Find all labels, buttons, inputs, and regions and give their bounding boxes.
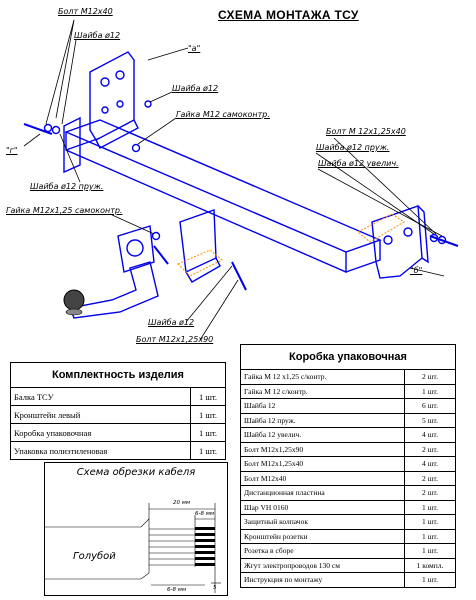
- item-qty: 4 шт.: [404, 456, 456, 472]
- table-row: Шайба 12 увелич.4 шт.: [240, 427, 456, 443]
- cable-scheme-title: Схема обрезки кабеля: [76, 467, 196, 478]
- item-name: Балка ТСУ: [10, 387, 191, 406]
- kit-table-header: Комплектность изделия: [10, 362, 226, 388]
- item-qty: 2 шт.: [404, 369, 456, 385]
- item-name: Гайка М 12 х1,25 с/контр.: [240, 369, 405, 385]
- crossbeam-front: [65, 132, 347, 274]
- item-qty: 1 шт.: [404, 499, 456, 515]
- label-washer-12-spring: Шайба ø12 пруж.: [30, 182, 104, 191]
- item-name: Защитный колпачок: [240, 514, 405, 530]
- label-view-g: "г": [6, 146, 18, 155]
- cable-drawing: [45, 503, 221, 593]
- item-qty: 1 шт.: [404, 528, 456, 544]
- label-washer-12-mid: Шайба ø12: [172, 84, 219, 93]
- item-name: Шайба 12: [240, 398, 405, 414]
- left-end-bracket: [63, 116, 81, 174]
- item-qty: 5 шт.: [404, 412, 456, 428]
- dim-6-8mm-bottom: 6-8 мм: [167, 587, 187, 593]
- item-qty: 2 шт.: [404, 485, 456, 501]
- table-row: Гайка М 12 х1,25 с/контр.2 шт.: [240, 369, 456, 385]
- label-bolt-m12x40: Болт М12х40: [58, 7, 113, 16]
- item-qty: 1 шт.: [190, 405, 226, 424]
- table-row: Шайба 12 пруж.5 шт.: [240, 412, 456, 428]
- item-name: Шар VH 0160: [240, 499, 405, 515]
- socket-bracket: [117, 225, 155, 273]
- item-qty: 1 шт.: [404, 383, 456, 399]
- item-qty: 1 шт.: [190, 441, 226, 460]
- label-washer-12-spring-right: Шайба ø12 пруж.: [316, 143, 390, 152]
- item-qty: 1 шт.: [404, 543, 456, 559]
- tow-ball: [63, 289, 85, 311]
- item-qty: 1 шт.: [404, 514, 456, 530]
- label-washer-12-bottom: Шайба ø12: [148, 318, 195, 327]
- item-qty: 6 шт.: [404, 398, 456, 414]
- label-washer-12-enlarged: Шайба ø12 увелич.: [318, 159, 399, 168]
- item-qty: 2 шт.: [404, 470, 456, 486]
- cable-cut-scheme: Схема обрезки кабеля: [44, 462, 228, 596]
- item-qty: 2 шт.: [404, 441, 456, 457]
- left-upper-bracket-edge: [95, 119, 139, 149]
- left-upper-bracket: [89, 51, 135, 141]
- ball-mount: [69, 261, 159, 319]
- spacer-plate-center: [177, 249, 223, 277]
- item-name: Болт М12х1,25х40: [240, 456, 405, 472]
- item-qty: 1 компл.: [404, 557, 456, 573]
- page-title: СХЕМА МОНТАЖА ТСУ: [218, 8, 359, 22]
- item-name: Шайба 12 пруж.: [240, 412, 405, 428]
- item-qty: 4 шт.: [404, 427, 456, 443]
- wire-color-label: Голубой: [73, 551, 116, 562]
- item-name: Кронштейн левый: [10, 405, 191, 424]
- item-name: Коробка упаковочная: [10, 423, 191, 442]
- item-name: Гайка М 12 с/контр.: [240, 383, 405, 399]
- item-qty: 1 шт.: [404, 572, 456, 588]
- item-name: Дистанционная пластина: [240, 485, 405, 501]
- towbar-assembly-drawing: [23, 19, 459, 340]
- crossbeam-end: [345, 240, 381, 273]
- dim-20mm: 20 мм: [173, 500, 191, 506]
- dim-6-8mm-top: 6-8 мм: [195, 511, 215, 517]
- label-bolt-m12x125x90: Болт М12х1,25х90: [136, 335, 214, 344]
- crossbeam-top: [64, 119, 382, 253]
- spacer-plate-right: [357, 213, 405, 243]
- table-row: Гайка М 12 с/контр.1 шт.: [240, 383, 456, 399]
- label-bolt-m12x125x40: Болт М 12х1,25х40: [326, 127, 406, 136]
- item-name: Жгут электропроводов 130 см: [240, 557, 405, 573]
- dim-5: 5: [213, 585, 217, 591]
- item-qty: 1 шт.: [190, 423, 226, 442]
- item-name: Кронштейн розетки: [240, 528, 405, 544]
- label-view-b: "б": [410, 266, 423, 275]
- label-nut-m12-self: Гайка М12 самоконтр.: [176, 110, 270, 119]
- box-table-header: Коробка упаковочная: [240, 344, 456, 370]
- item-name: Болт М12х40: [240, 470, 405, 486]
- box-table: Коробка упаковочная Гайка М 12 х1,25 с/к…: [240, 344, 456, 588]
- item-name: Розетка в сборе: [240, 543, 405, 559]
- label-washer-12-top: Шайба ø12: [74, 31, 121, 40]
- label-view-a: "а": [188, 44, 201, 53]
- item-name: Болт М12х1,25х90: [240, 441, 405, 457]
- label-nut-m12x125-self: Гайка М12х1,25 самоконтр.: [6, 206, 123, 215]
- item-name: Инструкция по монтажу: [240, 572, 405, 588]
- center-bracket: [179, 209, 217, 274]
- item-qty: 1 шт.: [190, 387, 226, 406]
- item-name: Упаковка полиэтиленовая: [10, 441, 191, 460]
- item-name: Шайба 12 увелич.: [240, 427, 405, 443]
